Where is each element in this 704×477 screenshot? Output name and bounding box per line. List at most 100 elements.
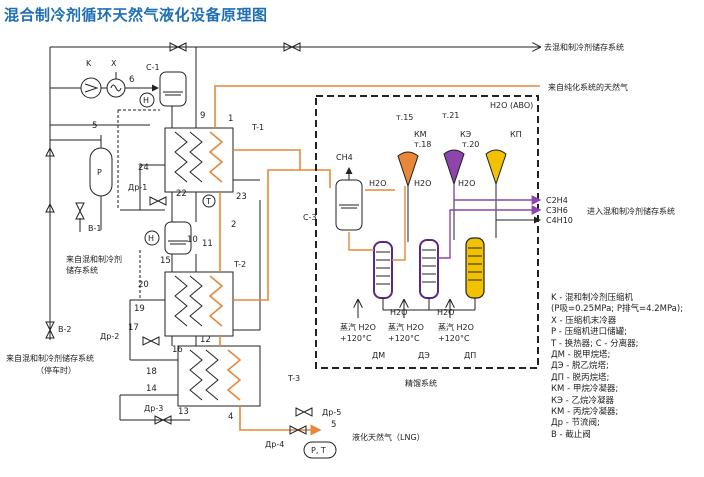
valve-b1[interactable]	[75, 202, 85, 220]
node-11: 11	[202, 239, 213, 249]
node-16: 16	[172, 345, 183, 355]
legend-line: КЭ - 乙烷冷凝器	[551, 395, 614, 406]
node-23: 23	[236, 192, 247, 202]
to-mix-storage-label: 进入混和制冷剂储存系统	[587, 206, 675, 216]
steam1-b: +120°C	[340, 334, 372, 343]
node-9: 9	[200, 111, 205, 121]
stop-note: （停车时）	[36, 365, 76, 375]
c3h6-label: C3H6	[546, 206, 568, 215]
h2-letter: H	[148, 234, 154, 243]
condenser-kp[interactable]	[485, 149, 507, 186]
condenser-ke[interactable]	[443, 149, 465, 186]
steam-arrows	[358, 300, 450, 318]
t3-label: T-3	[287, 374, 300, 383]
h2o-dp: H2O	[437, 308, 454, 317]
rect-lines	[345, 167, 497, 311]
legend-line: T - 换热器; C - 分离器;	[551, 338, 639, 349]
legend-line: КМ - 甲烷冷凝器;	[551, 384, 619, 395]
abo-label: H2O (ABO)	[490, 101, 533, 110]
svg-text:T: T	[205, 197, 211, 206]
steam2-b: +120°C	[388, 334, 420, 343]
node-6: 5	[92, 121, 97, 131]
condenser-km[interactable]	[397, 151, 419, 188]
column-dp[interactable]	[465, 237, 485, 299]
top-line	[49, 47, 540, 340]
to-storage-label: 去混和制冷剂储存系统	[544, 42, 624, 52]
dr1-label: Др-1	[128, 183, 147, 192]
steam1-a: 蒸汽 H2O	[340, 322, 376, 332]
cooler-x[interactable]	[106, 78, 126, 98]
heat-exchanger-t2[interactable]	[164, 271, 234, 337]
ke-t21: т.21	[442, 111, 459, 120]
ke-t20: т.20	[462, 140, 479, 149]
km-t18: т.18	[414, 140, 431, 149]
temp-sensor-t[interactable]: T	[202, 194, 216, 208]
column-de[interactable]	[419, 239, 439, 299]
separator-c3[interactable]	[335, 179, 363, 231]
node-17: 17	[128, 323, 139, 333]
separator-c1-label: C-1	[146, 63, 160, 72]
receiver-lines	[50, 135, 102, 232]
valve-b1-label: B-1	[88, 224, 101, 233]
lng-label: 液化天然气（LNG）	[352, 432, 425, 442]
valve-dr3[interactable]	[154, 415, 172, 425]
lng-tank-pt[interactable]: P, T	[303, 441, 337, 459]
legend-line: ДМ - 脱甲烷塔;	[551, 350, 611, 361]
heater-h2[interactable]: H	[144, 230, 160, 246]
dr3-label: Др-3	[144, 404, 163, 413]
h2o-ke: H2O	[414, 179, 431, 188]
kp-label: КП	[510, 130, 522, 139]
valve-b2[interactable]	[45, 321, 55, 339]
c2h4-label: C2H4	[546, 196, 568, 205]
column-dm[interactable]	[373, 241, 393, 299]
legend-line: ДЭ - 脱乙烷塔;	[551, 361, 609, 372]
check-arrow-left	[45, 146, 55, 213]
node-15: 15	[160, 256, 171, 266]
node-13: 13	[178, 407, 189, 417]
node-22: 22	[176, 189, 187, 199]
from-purified-label: 来自纯化系统的天然气	[548, 82, 628, 92]
legend-line: ДП - 脱丙烷塔;	[551, 372, 610, 383]
node-24: 24	[138, 163, 149, 173]
rectification-box	[315, 95, 539, 369]
node-1: 1	[228, 114, 233, 124]
ch4-label: CH4	[336, 153, 353, 162]
dm-label: ДМ	[372, 351, 385, 360]
compressor-k[interactable]	[80, 77, 102, 99]
compressor-k-label: K	[86, 59, 92, 68]
legend: K - 混和制冷剂压缩机 (P吸=0.25MPa; P排气=4.2MPa); X…	[551, 293, 703, 441]
node-5: 5	[331, 420, 336, 430]
compressor-lines	[50, 72, 159, 126]
de-label: ДЭ	[418, 351, 430, 360]
valve-dr1[interactable]	[149, 196, 167, 206]
diagram-title: 混合制冷剂循环天然气液化设备原理图	[4, 6, 268, 24]
t2-label: T-2	[233, 260, 246, 269]
c4h10-label: C4H10	[546, 216, 573, 225]
legend-line: K - 混和制冷剂压缩机	[551, 293, 634, 303]
valve-dr2[interactable]	[142, 336, 160, 346]
steam3-a: 蒸汽 H2O	[438, 322, 474, 332]
heat-exchanger-t1[interactable]	[164, 127, 234, 193]
steam3-b: +120°C	[438, 334, 470, 343]
dr4-label: Др-4	[265, 440, 284, 449]
separator-c1[interactable]	[159, 71, 187, 107]
node-12: 12	[200, 335, 211, 345]
receiver-p-label: P	[97, 168, 102, 177]
from-storage-2: 储存系统	[66, 265, 98, 275]
ke-label: КЭ	[460, 130, 472, 139]
node-numbers: 1 2 4 5 9 10 11 12 13 14 15 16 17 18 19 …	[128, 111, 336, 430]
natural-gas-line	[214, 85, 540, 436]
node-2: 2	[231, 220, 236, 230]
heat-exchanger-t3[interactable]	[177, 345, 261, 407]
heater-h1[interactable]: H	[139, 92, 155, 108]
ethylene-lines	[438, 184, 542, 259]
h2o-de: H2O	[390, 308, 407, 317]
t1-label: T-1	[251, 123, 264, 132]
valve-b2-label: B-2	[58, 325, 71, 334]
separator-c2[interactable]	[164, 221, 192, 255]
top-valves[interactable]	[169, 42, 301, 52]
valve-dr5[interactable]	[295, 407, 313, 417]
legend-line: Др - 节流阀;	[551, 418, 600, 429]
node-18: 18	[146, 367, 157, 377]
valve-dr4[interactable]	[289, 425, 307, 435]
